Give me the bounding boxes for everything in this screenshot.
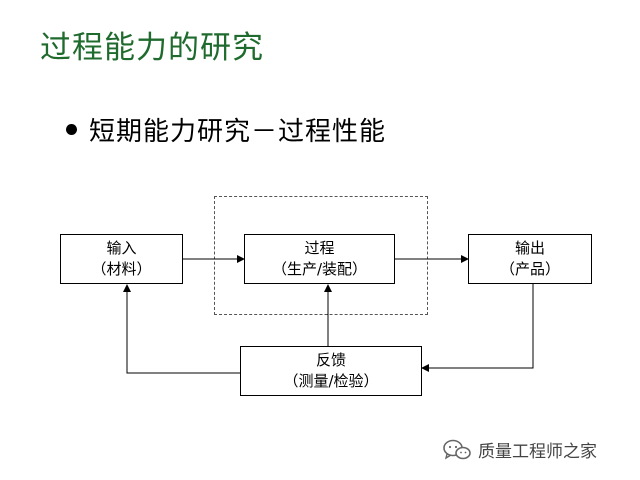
input-box: 输入 （材料） <box>60 234 183 284</box>
wechat-icon <box>443 439 471 459</box>
feedback-box: 反馈 （测量/检验） <box>240 346 422 396</box>
input-label: 输入 <box>106 239 137 257</box>
output-label: 输出 <box>514 239 545 257</box>
input-sublabel: （材料） <box>91 260 152 278</box>
process-sublabel: （生产/装配） <box>271 260 368 278</box>
bullet-item: 短期能力研究－过程性能 <box>66 112 387 147</box>
watermark-text: 质量工程师之家 <box>478 442 597 462</box>
feedback-label: 反馈 <box>315 351 346 369</box>
feedback-sublabel: （测量/检验） <box>283 372 379 390</box>
arrow-feedback-to-input <box>123 284 240 374</box>
process-dashed-boundary <box>214 196 428 315</box>
output-sublabel: （产品） <box>499 260 560 278</box>
output-box: 输出 （产品） <box>468 234 592 284</box>
arrow-output-to-feedback <box>421 284 534 372</box>
slide-title: 过程能力的研究 <box>40 30 264 66</box>
process-label: 过程 <box>304 239 335 257</box>
process-box: 过程 （生产/装配） <box>244 234 395 284</box>
watermark: 质量工程师之家 <box>442 437 597 462</box>
bullet-text: 短期能力研究－过程性能 <box>89 116 387 147</box>
bullet-dot-icon <box>66 123 77 135</box>
